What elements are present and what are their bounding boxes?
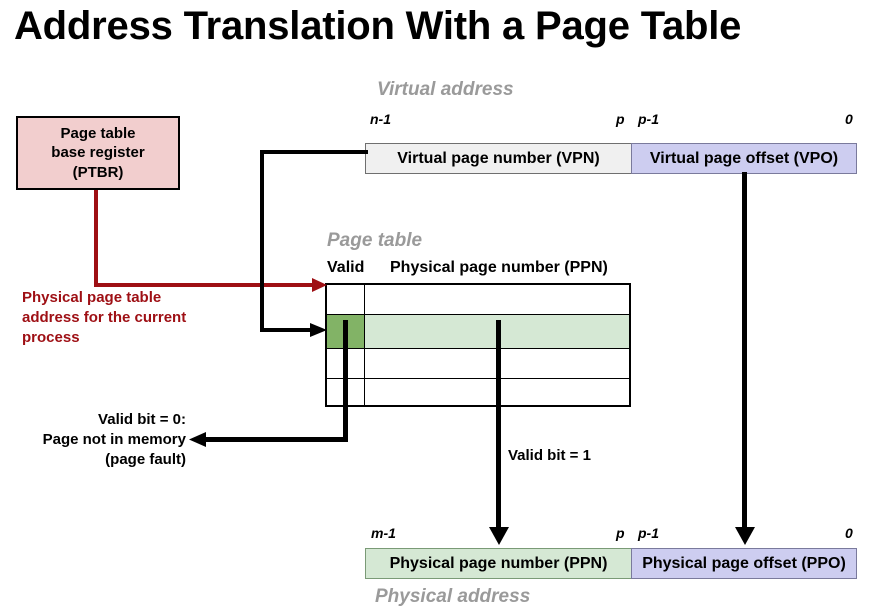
table-row[interactable] <box>327 285 629 315</box>
vpn-connector-arrowhead <box>310 323 327 337</box>
vpo-to-ppo-line <box>742 172 747 535</box>
pa-bit-label-high: m-1 <box>371 525 396 541</box>
va-bit-label-high: n-1 <box>370 111 391 127</box>
physical-address-caption: Physical address <box>375 586 531 607</box>
page-title: Address Translation With a Page Table <box>14 4 742 48</box>
valid-bit-zero-arrowhead <box>189 432 206 447</box>
va-bit-label-split-right: p-1 <box>638 111 659 127</box>
ptbr-note-line-3: process <box>22 328 80 346</box>
ppn-to-physical-address-line <box>496 320 501 535</box>
page-table-valid-cell[interactable] <box>327 285 365 314</box>
page-fault-line-3: (page fault) <box>105 450 186 468</box>
vpn-connector-vertical <box>260 150 264 332</box>
page-fault-line-2: Page not in memory <box>42 430 186 448</box>
ptbr-connector-horizontal <box>94 283 318 287</box>
physical-page-offset-field: Physical page offset (PPO) <box>631 548 857 579</box>
virtual-page-number-field: Virtual page number (VPN) <box>365 143 632 174</box>
valid-bit-zero-vertical <box>343 320 348 442</box>
vpn-connector-top-horizontal <box>260 150 368 154</box>
ptbr-line-3: (PTBR) <box>72 163 124 181</box>
page-fault-line-1: Valid bit = 0: <box>98 411 186 428</box>
page-table-valid-cell[interactable] <box>327 379 365 405</box>
virtual-page-offset-field: Virtual page offset (VPO) <box>631 143 857 174</box>
table-row[interactable] <box>327 379 629 405</box>
page-table-ppn-cell[interactable] <box>365 285 629 314</box>
ptbr-line-1: Page table <box>60 125 136 143</box>
ptbr-box[interactable]: Page table base register (PTBR) <box>16 116 180 190</box>
ppn-to-physical-address-arrowhead <box>489 527 509 545</box>
valid-bit-one-label: Valid bit = 1 <box>508 447 591 464</box>
pa-bit-label-low: 0 <box>845 525 853 541</box>
pa-bit-label-split-left: p <box>616 525 625 541</box>
ptbr-connector-arrowhead <box>312 278 327 292</box>
page-table-header-valid: Valid <box>327 259 365 276</box>
page-table-caption: Page table <box>327 230 423 251</box>
table-row[interactable] <box>327 315 629 349</box>
va-bit-label-low: 0 <box>845 111 853 127</box>
physical-page-number-field: Physical page number (PPN) <box>365 548 632 579</box>
page-table-valid-cell[interactable] <box>327 349 365 378</box>
virtual-address-caption: Virtual address <box>377 79 514 100</box>
ptbr-note-line-1: Physical page table <box>22 289 162 306</box>
vpo-to-ppo-arrowhead <box>735 527 755 545</box>
page-table[interactable] <box>325 283 631 407</box>
vpn-connector-bottom-horizontal <box>260 328 318 332</box>
page-table-header-ppn: Physical page number (PPN) <box>390 259 608 276</box>
va-bit-label-split-left: p <box>616 111 625 127</box>
ptbr-line-2: base register <box>51 144 145 162</box>
page-fault-note: Valid bit = 0: Page not in memory (page … <box>0 410 186 469</box>
ptbr-note: Physical page table address for the curr… <box>22 288 237 347</box>
ptbr-note-line-2: address for the current <box>22 308 187 326</box>
valid-bit-zero-horizontal <box>200 437 348 442</box>
pa-bit-label-split-right: p-1 <box>638 525 659 541</box>
table-row[interactable] <box>327 349 629 379</box>
ptbr-connector-vertical <box>94 190 98 287</box>
